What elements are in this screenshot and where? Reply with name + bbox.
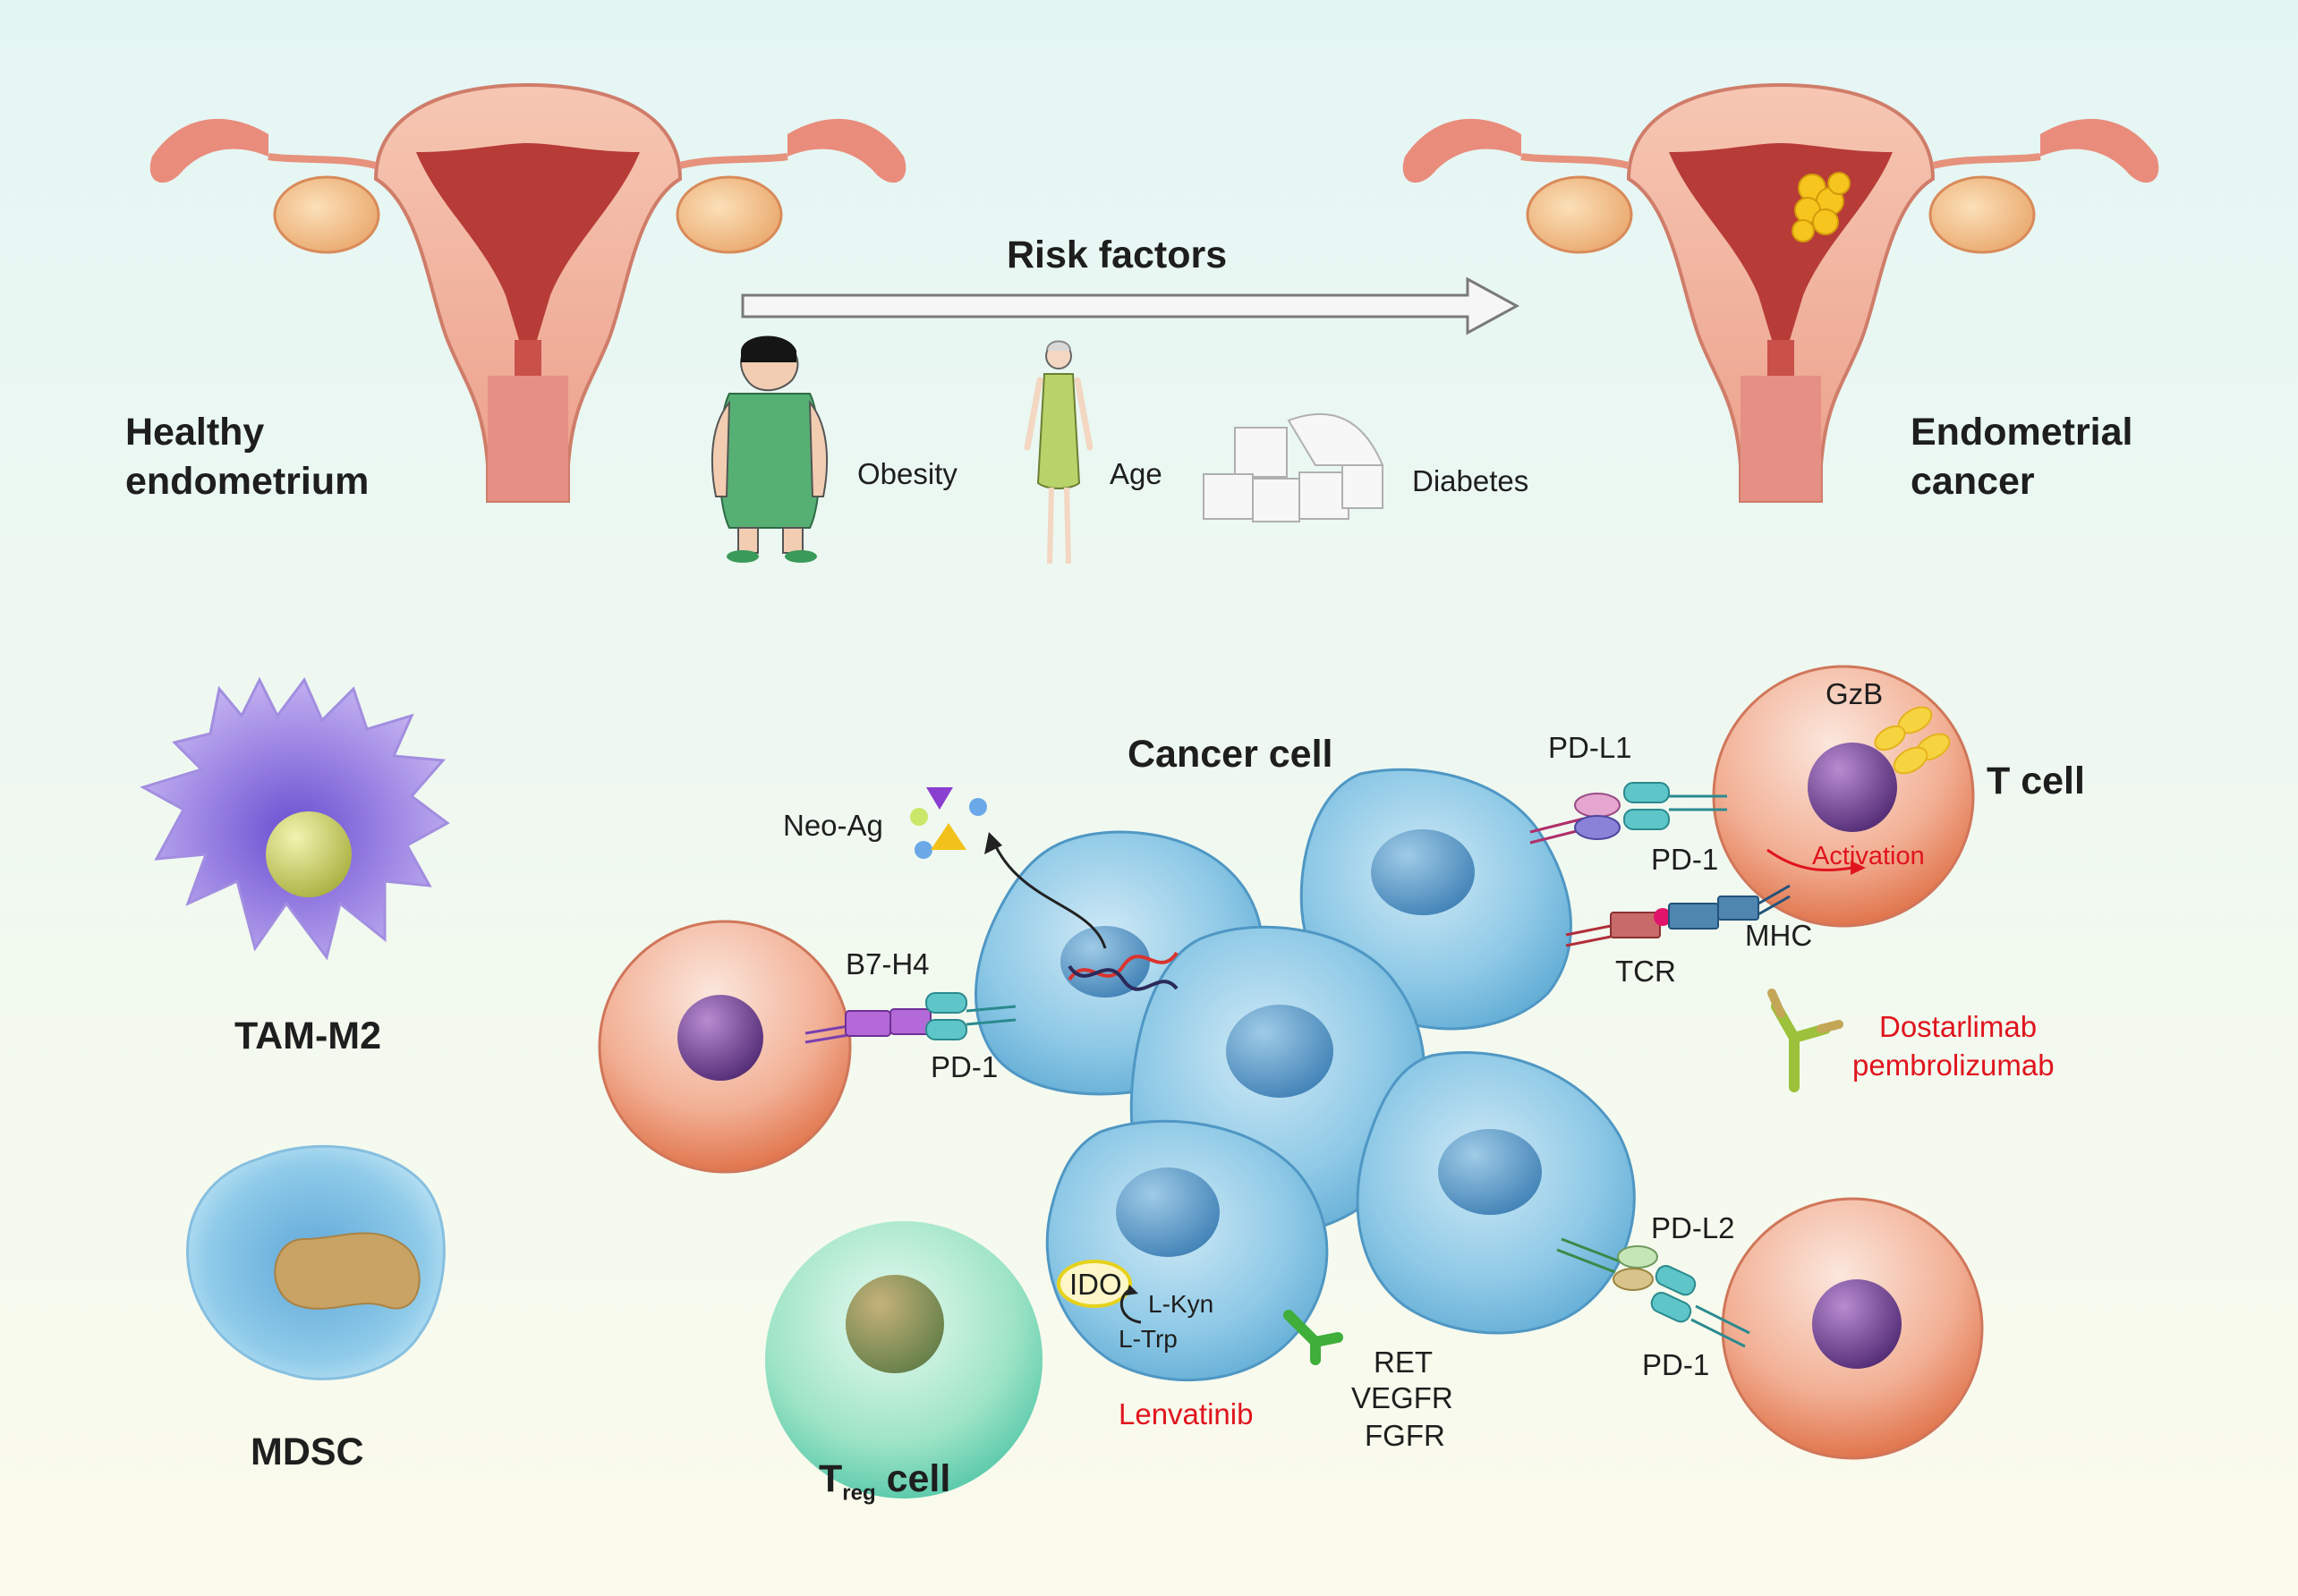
ido-label: IDO <box>1069 1268 1122 1301</box>
cancer-label-line2: cancer <box>1911 460 2035 503</box>
pd1-left-label: PD-1 <box>931 1050 999 1083</box>
risk-factor-age: Age <box>1110 457 1162 490</box>
t-cell-left <box>598 920 852 1174</box>
neo-antigen-particles <box>910 787 987 859</box>
rtk-receptor-icon <box>1283 1310 1343 1365</box>
treg-label: Treg cell <box>819 1457 951 1506</box>
neo-ag-arrow <box>992 840 1107 949</box>
cancer-cell-nuclei <box>1060 829 1542 1257</box>
treg-label-main: T <box>819 1457 843 1500</box>
risk-factors-title: Risk factors <box>1007 233 1228 276</box>
tam-label: TAM-M2 <box>234 1014 382 1057</box>
obesity-figure <box>711 335 829 563</box>
treg-label-suffix: cell <box>875 1457 951 1500</box>
risk-factor-obesity: Obesity <box>857 457 958 490</box>
l-trp-label: L-Trp <box>1119 1325 1178 1353</box>
b7h4-pd1-pair <box>804 992 1017 1044</box>
tumor-mass <box>1792 172 1851 242</box>
tam-m2-cell <box>140 676 450 961</box>
treg-label-sub: reg <box>842 1481 876 1506</box>
healthy-label-line1: Healthy <box>125 411 265 454</box>
pd1-bottom-label: PD-1 <box>1642 1348 1710 1381</box>
receptor-fgfr-label: FGFR <box>1365 1419 1445 1452</box>
lenvatinib-label: Lenvatinib <box>1119 1397 1254 1430</box>
pembrolizumab-label: pembrolizumab <box>1852 1048 2055 1082</box>
pd1-top-label: PD-1 <box>1651 843 1719 876</box>
t-cell-bottom <box>1721 1197 1984 1460</box>
healthy-uterus-tubes <box>268 153 788 169</box>
gzb-label: GzB <box>1826 677 1884 710</box>
pdl1-pd1-pair <box>1529 782 1727 845</box>
receptor-ret-label: RET <box>1374 1346 1433 1379</box>
dostarlimab-label: Dostarlimab <box>1879 1010 2038 1043</box>
pdl1-label: PD-L1 <box>1548 731 1632 764</box>
tcr-label: TCR <box>1615 955 1676 988</box>
risk-factor-diabetes: Diabetes <box>1412 464 1529 497</box>
ido-oval <box>1057 1260 1132 1308</box>
cancer-uterus-tubes <box>1520 153 2041 169</box>
mdsc-label: MDSC <box>251 1430 364 1473</box>
b7h4-label: B7-H4 <box>846 947 930 981</box>
l-kyn-label: L-Kyn <box>1148 1290 1214 1318</box>
elderly-figure <box>1024 340 1094 565</box>
dna-helix <box>1068 951 1179 991</box>
t-cell-top <box>1712 665 1975 928</box>
healthy-uterus <box>149 82 906 503</box>
pdl2-label: PD-L2 <box>1651 1211 1735 1244</box>
risk-arrow <box>741 276 1520 335</box>
kyn-arrow <box>1119 1288 1142 1324</box>
tcr-mhc-pair <box>1565 884 1791 947</box>
activation-label: Activation <box>1812 842 1925 870</box>
neo-ag-label: Neo-Ag <box>783 809 883 842</box>
receptor-vegfr-label: VEGFR <box>1351 1381 1453 1414</box>
cancer-cell-label: Cancer cell <box>1128 733 1333 776</box>
healthy-label-line2: endometrium <box>125 460 370 503</box>
treg-cell <box>765 1221 1043 1498</box>
t-cell-label: T cell <box>1987 760 2085 802</box>
antibody-icon <box>1767 989 1843 1092</box>
mhc-label: MHC <box>1745 919 1813 952</box>
mdsc-cell <box>186 1144 446 1380</box>
sugar-cubes <box>1203 412 1384 522</box>
pdl2-pd1-pair <box>1556 1237 1750 1348</box>
cancer-uterus <box>1402 82 2159 503</box>
cancer-label-line1: Endometrial <box>1911 411 2133 454</box>
